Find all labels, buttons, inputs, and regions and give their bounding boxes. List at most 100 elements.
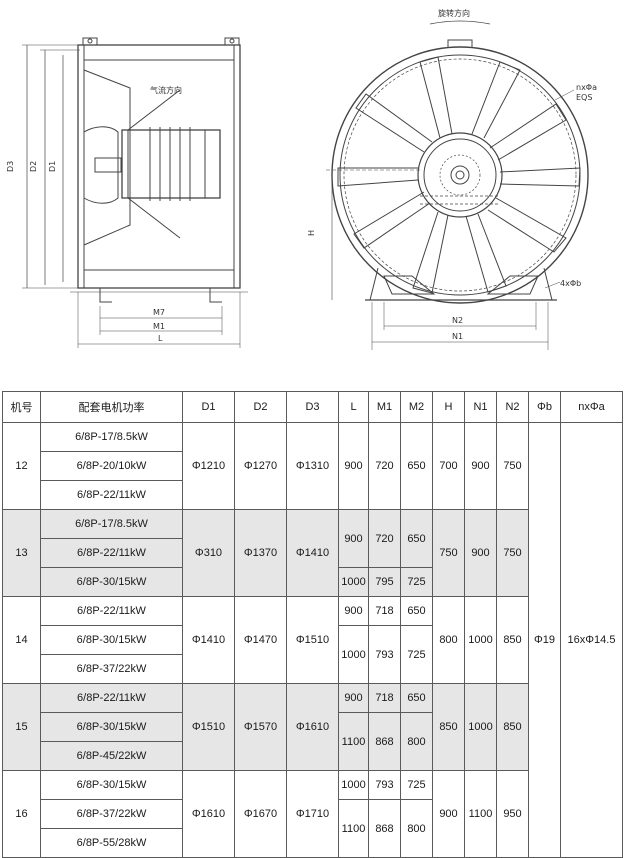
m1-cell: 868 [368, 712, 401, 771]
table-row: 6/8P-30/15kW 1000 795 725 [3, 567, 623, 597]
m2-cell: 725 [400, 770, 433, 800]
header-cell: H [432, 391, 465, 423]
motor-cell: 6/8P-20/10kW [40, 451, 183, 481]
eqs-label: EQS [576, 93, 592, 102]
header-cell: D1 [182, 391, 235, 423]
header-cell: nxΦa [560, 391, 623, 423]
base-holes-label: 4xΦb [560, 279, 581, 288]
d3-cell: Φ1610 [286, 683, 339, 771]
header-cell: L [338, 391, 369, 423]
table-row: 6/8P-30/15kW 1000 793 725 [3, 625, 623, 684]
model-cell: 13 [2, 509, 41, 597]
h-cell: 900 [432, 770, 465, 858]
m2-cell: 725 [400, 625, 433, 684]
model-cell: 14 [2, 596, 41, 684]
header-cell: Φb [528, 391, 561, 423]
table-row: 16 6/8P-30/15kW Φ1610 Φ1670 Φ1710 1000 7… [2, 770, 623, 858]
m1-cell: 795 [368, 567, 401, 597]
table-row: 6/8P-22/11kW [3, 538, 623, 568]
dim-n1-label: N1 [452, 332, 463, 341]
l-cell: 1000 [338, 770, 369, 800]
motor-cell: 6/8P-45/22kW [40, 741, 183, 771]
d3-cell: Φ1310 [286, 422, 339, 510]
table-row: 6/8P-55/28kW [3, 828, 623, 858]
phib-cell: Φ19 [528, 509, 561, 771]
d2-cell: Φ1270 [234, 422, 287, 510]
model-cell: 16 [2, 770, 41, 858]
l-cell: 900 [338, 596, 369, 626]
header-cell: N2 [496, 391, 529, 423]
n2-cell: 850 [496, 683, 529, 771]
table-row: 13 6/8P-17/8.5kW Φ310 Φ1370 Φ1410 900 72… [2, 509, 623, 771]
table-row: 14 6/8P-22/11kW Φ1410 Φ1470 Φ1510 900 71… [2, 596, 623, 684]
h-cell: 750 [432, 509, 465, 597]
motor-cell: 6/8P-17/8.5kW [40, 422, 183, 452]
d3-cell: Φ1410 [286, 509, 339, 597]
motor-cell: 6/8P-37/22kW [40, 799, 183, 829]
rotation-label: 旋转方向 [438, 8, 470, 18]
m2-cell: 725 [400, 567, 433, 597]
m2-cell: 650 [400, 683, 433, 713]
table-row: 6/8P-37/22kW 1100 868 800 [3, 799, 623, 858]
nxphia-cell-top [560, 422, 623, 510]
motor-cell: 6/8P-30/15kW [40, 567, 183, 597]
m1-cell: 720 [368, 509, 401, 568]
l-cell: 1000 [338, 567, 369, 597]
table-row: 6/8P-30/15kW 1100 868 800 [3, 712, 623, 771]
l-cell: 1000 [338, 625, 369, 684]
d2-cell: Φ1470 [234, 596, 287, 684]
table-row: 6/8P-45/22kW [3, 741, 623, 771]
l-cell: 1100 [338, 799, 369, 858]
n2-cell: 950 [496, 770, 529, 858]
dim-m7-label: M7 [153, 308, 165, 317]
d3-cell: Φ1510 [286, 596, 339, 684]
n2-cell: 750 [496, 509, 529, 597]
l-cell: 1100 [338, 712, 369, 771]
header-cell: D2 [234, 391, 287, 423]
h-cell: 700 [432, 422, 465, 510]
m1-cell: 793 [368, 625, 401, 684]
nxphia-cell-bottom [560, 770, 623, 858]
d1-cell: Φ1510 [182, 683, 235, 771]
d2-cell: Φ1670 [234, 770, 287, 858]
n1-cell: 1000 [464, 596, 497, 684]
front-view [326, 20, 589, 350]
motor-cell: 6/8P-22/11kW [40, 538, 183, 568]
d1-cell: Φ1210 [182, 422, 235, 510]
airflow-label: 气流方向 [150, 85, 182, 95]
d1-cell: Φ1610 [182, 770, 235, 858]
n1-cell: 1000 [464, 683, 497, 771]
n1-cell: 900 [464, 422, 497, 510]
m2-cell: 650 [400, 596, 433, 626]
dim-n2-label: N2 [452, 316, 463, 325]
motor-cell: 6/8P-55/28kW [40, 828, 183, 858]
header-cell: D3 [286, 391, 339, 423]
m2-cell: 650 [400, 509, 433, 568]
dim-h-label: H [307, 230, 316, 236]
motor-cell: 6/8P-22/11kW [40, 480, 183, 510]
m1-cell: 793 [368, 770, 401, 800]
fan-technical-drawing: D3 D2 D1 气流方向 M7 M1 L [6, 8, 597, 350]
m1-cell: 720 [368, 422, 401, 510]
phib-cell-bottom [528, 770, 561, 858]
phib-cell-top [528, 422, 561, 510]
spec-table: 机号 配套电机功率 D1 D2 D3 L M1 M2 H N1 N2 Φb nx… [2, 391, 623, 858]
side-view [22, 37, 248, 348]
motor-cell: 6/8P-30/15kW [40, 770, 183, 800]
motor-cell: 6/8P-30/15kW [40, 712, 183, 742]
table-row: 12 6/8P-17/8.5kW Φ1210 Φ1270 Φ1310 900 7… [2, 422, 623, 510]
nxphia-cell: 16xΦ14.5 [560, 509, 623, 771]
l-cell: 900 [338, 509, 369, 568]
n1-cell: 900 [464, 509, 497, 597]
m1-cell: 718 [368, 596, 401, 626]
dim-l-label: L [158, 334, 163, 343]
model-cell: 15 [2, 683, 41, 771]
m2-cell: 800 [400, 712, 433, 771]
motor-cell: 6/8P-17/8.5kW [40, 509, 183, 539]
dim-d1-label: D1 [48, 161, 57, 172]
m1-cell: 718 [368, 683, 401, 713]
m2-cell: 650 [400, 422, 433, 510]
header-cell: N1 [464, 391, 497, 423]
header-cell: M1 [368, 391, 401, 423]
l-cell: 900 [338, 683, 369, 713]
